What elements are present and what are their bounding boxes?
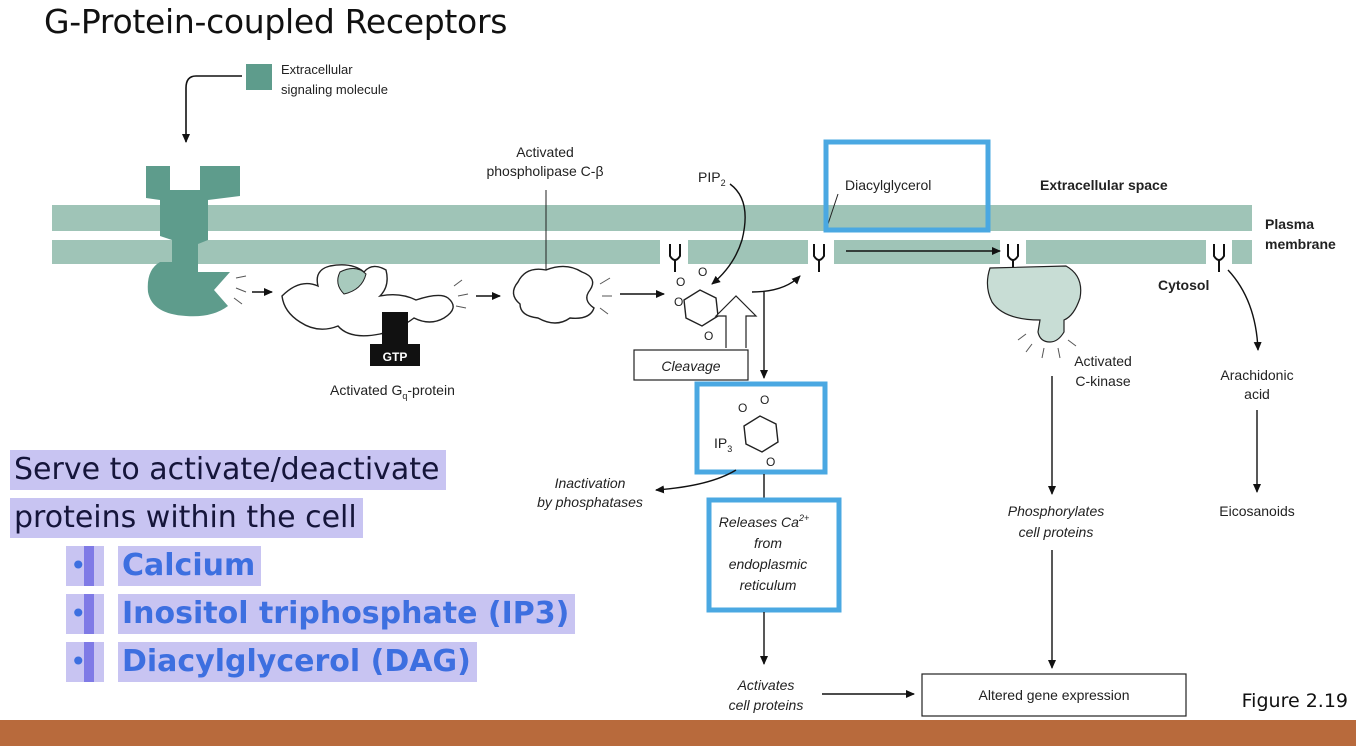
receptor-activation-sparks (233, 275, 247, 305)
lipid-anchor-4 (1213, 244, 1225, 272)
ring-o-3: O (674, 295, 683, 309)
dag-label: Diacylglycerol (845, 177, 931, 193)
pip2-arrow (711, 183, 746, 285)
lipid-anchor-1 (669, 244, 681, 272)
gtp-block (370, 312, 420, 366)
plc-sparks (599, 277, 612, 315)
legend-label-line1: Extracellular (281, 62, 353, 77)
ckinase-label-line2: C-kinase (1075, 373, 1130, 389)
ip3-o-3: O (766, 455, 775, 469)
membrane-outer (52, 205, 1252, 231)
gq-sparks (453, 279, 469, 309)
c-kinase (986, 265, 1082, 343)
bullet-item-label: Inositol triphosphate (IP3) (118, 594, 576, 634)
plc-label-line1: Activated (516, 144, 574, 160)
plasma-label: Plasma (1265, 216, 1314, 232)
bullet-heading-line1: Serve to activate/deactivate (10, 450, 446, 490)
pip2-ring: O O O O (674, 265, 719, 343)
bullet-bar (84, 642, 94, 682)
cytosol-label: Cytosol (1158, 277, 1209, 293)
ip3-highlight-box (694, 381, 828, 475)
altered-gene-label: Altered gene expression (979, 687, 1130, 703)
arrow-to-arachidonic (1227, 269, 1262, 351)
phosphorylates-line1: Phosphorylates (1008, 503, 1105, 519)
arachidonic-line1: Arachidonic (1220, 367, 1293, 383)
cleavage-box (633, 349, 749, 381)
plc-label-line2: phospholipase C-β (486, 163, 603, 179)
plc-enzyme (512, 265, 595, 324)
ring-o-4: O (704, 329, 713, 343)
release-highlight-box (706, 497, 842, 613)
slide-title: G-Protein-coupled Receptors (44, 2, 508, 41)
legend-label-line2: signaling molecule (281, 82, 388, 97)
releases-line3: endoplasmic (729, 556, 808, 572)
arrow-to-inactivation (655, 469, 737, 494)
activates-line1: Activates (737, 677, 795, 693)
bullet-item-label: Calcium (118, 546, 262, 586)
gq-label: Activated Gq-protein (330, 382, 455, 401)
bullet-bar (84, 594, 94, 634)
gtp-label: GTP (383, 350, 408, 364)
gpcr-receptor (146, 166, 240, 317)
inactivation-line1: Inactivation (555, 475, 626, 491)
arachidonic-line2: acid (1244, 386, 1270, 402)
cleavage-label: Cleavage (661, 358, 720, 374)
ring-o-1: O (676, 275, 685, 289)
gpcr-diagram: Extracellular signaling molecule GTP Act… (52, 62, 1336, 717)
footer-bar (0, 720, 1356, 746)
altered-gene-box (921, 673, 1187, 717)
activates-line2: cell proteins (729, 697, 804, 713)
figure-label: Figure 2.19 (1241, 690, 1348, 712)
legend-swatch (246, 64, 272, 90)
signal-arrow (182, 75, 242, 143)
gq-subunit (337, 268, 367, 295)
ckinase-label-line1: Activated (1074, 353, 1132, 369)
bullet-bar (84, 546, 94, 586)
releases-line1: Releases Ca2+ (719, 513, 809, 530)
releases-line2: from (754, 535, 782, 551)
ip3-o-1: O (738, 401, 747, 415)
ckinase-sparks (1017, 333, 1077, 359)
bullet-heading-line2: proteins within the cell (10, 498, 363, 538)
bullet-item-label: Diacylglycerol (DAG) (118, 642, 477, 682)
ip3-o-2: O (760, 393, 769, 407)
ip3-label: IP3 (714, 435, 732, 454)
dag-highlight-box (823, 139, 991, 233)
ring-o-2: O (698, 265, 707, 279)
membrane-inner-4 (1026, 240, 1206, 264)
footer-divider (44, 718, 1356, 720)
inactivation-line2: by phosphatases (537, 494, 643, 510)
eicosanoids-label: Eicosanoids (1219, 503, 1295, 519)
phosphorylates-line2: cell proteins (1019, 524, 1094, 540)
membrane-inner-3 (834, 240, 1000, 264)
cleavage-arrow (714, 295, 758, 348)
membrane-inner-5 (1232, 240, 1252, 264)
ip3-ring: O O O (738, 393, 779, 469)
extracellular-space-label: Extracellular space (1040, 177, 1168, 193)
pip2-label: PIP2 (698, 169, 726, 188)
releases-line4: reticulum (740, 577, 797, 593)
gq-protein (281, 264, 454, 337)
membrane-inner-1 (52, 240, 660, 264)
arrow-to-dag (751, 275, 801, 293)
membrane-inner-2 (688, 240, 808, 264)
lipid-anchor-2 (813, 244, 825, 272)
membrane-label: membrane (1265, 236, 1336, 252)
